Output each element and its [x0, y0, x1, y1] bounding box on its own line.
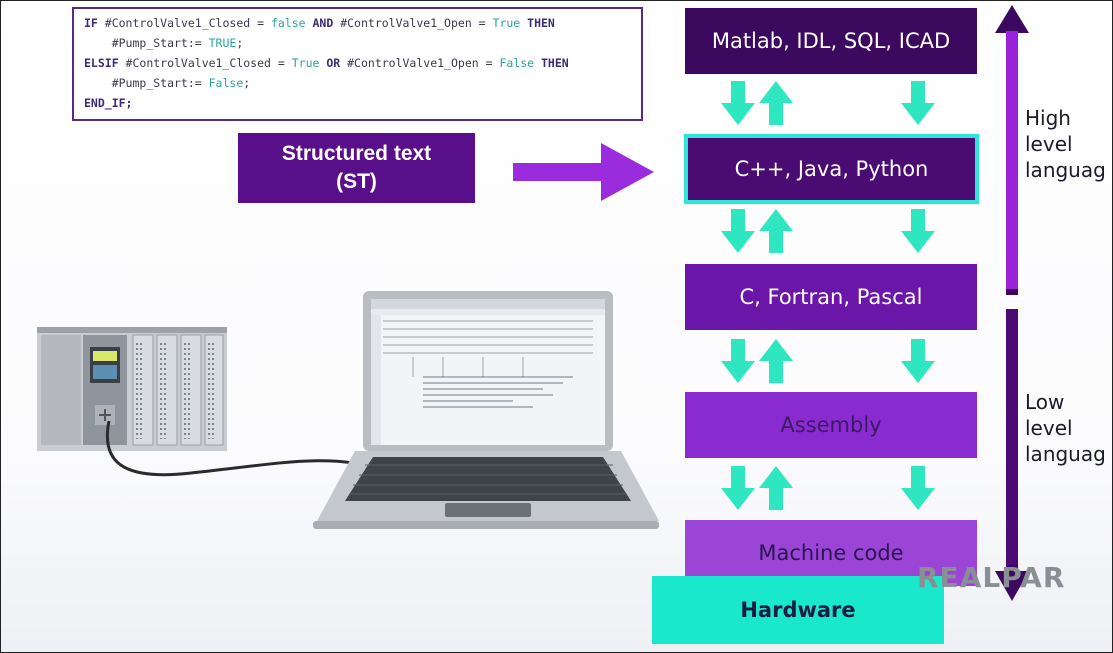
- code-token: #Pump_Start:=: [84, 76, 209, 90]
- code-sample: IF #ControlValve1_Closed = false AND #Co…: [72, 7, 643, 121]
- structured-text-title: Structured text: [281, 142, 432, 165]
- lang-box-machine-code: Machine code: [685, 520, 977, 586]
- code-token: THEN: [534, 56, 569, 70]
- code-token: false: [270, 16, 306, 30]
- code-token: #Pump_Start:=: [84, 36, 209, 50]
- lang-label-machine-code: Machine code: [758, 541, 904, 565]
- high-level-line: High: [1025, 106, 1071, 130]
- code-line: #Pump_Start:= False;: [84, 73, 641, 93]
- lang-box-assembly: Assembly: [685, 392, 977, 458]
- code-token: THEN: [520, 16, 555, 30]
- code-token: IF: [84, 16, 105, 30]
- lang-label-matlab: Matlab, IDL, SQL, ICAD: [711, 29, 951, 53]
- low-level-line: level: [1025, 416, 1073, 440]
- code-token: AND: [305, 16, 341, 30]
- code-token: False: [208, 76, 244, 90]
- hardware-box: Hardware: [652, 576, 944, 644]
- lang-label-c: C, Fortran, Pascal: [739, 285, 923, 309]
- code-token: ;: [243, 76, 251, 90]
- code-token: False: [499, 56, 535, 70]
- down-up-arrows-icon: [721, 81, 935, 125]
- lang-label-assembly: Assembly: [780, 413, 882, 437]
- code-token: #ControlValve1_Open =: [340, 16, 493, 30]
- code-token: #ControlValve1_Closed =: [125, 56, 292, 70]
- low-level-bar: [1006, 309, 1018, 565]
- down-up-arrows-icon: [721, 339, 935, 383]
- realpars-logo: REALPAR: [917, 561, 1066, 594]
- lang-box-cpp: C++, Java, Python: [684, 134, 979, 204]
- code-token: TRUE: [208, 36, 237, 50]
- lang-label-cpp: C++, Java, Python: [734, 157, 929, 181]
- code-line: #Pump_Start:= TRUE;: [84, 33, 641, 53]
- code-token: ELSIF: [84, 56, 126, 70]
- high-level-bar: [1006, 31, 1018, 289]
- high-level-line: level: [1025, 132, 1073, 156]
- code-token: #ControlValve1_Closed =: [104, 16, 271, 30]
- cable-illustration: [105, 421, 388, 477]
- code-token: #ControlValve1_Open =: [347, 56, 500, 70]
- low-level-label: Low level languag: [1025, 389, 1106, 467]
- down-up-arrows-icon: [721, 209, 935, 253]
- down-up-arrows-icon: [721, 466, 935, 510]
- hardware-label: Hardware: [740, 598, 856, 622]
- code-token: True: [492, 16, 521, 30]
- laptop-illustration: [313, 291, 659, 529]
- code-token: END_IF;: [84, 96, 133, 110]
- code-token: OR: [319, 56, 348, 70]
- high-level-label: High level languag: [1025, 105, 1106, 183]
- low-level-line: Low: [1025, 390, 1065, 414]
- structured-text-box: Structured text (ST): [238, 133, 475, 203]
- pointer-arrow-icon: [513, 143, 654, 201]
- high-level-line: languag: [1025, 158, 1106, 182]
- code-line: IF #ControlValve1_Closed = false AND #Co…: [84, 13, 641, 33]
- code-line: END_IF;: [84, 93, 641, 113]
- code-line: ELSIF #ControlValve1_Closed = True OR #C…: [84, 53, 641, 73]
- structured-text-abbrev: (ST): [336, 170, 377, 193]
- low-level-line: languag: [1025, 442, 1106, 466]
- lang-box-c: C, Fortran, Pascal: [685, 264, 977, 330]
- lang-box-matlab: Matlab, IDL, SQL, ICAD: [685, 8, 977, 74]
- plc-device-illustration: [37, 327, 227, 451]
- code-token: True: [291, 56, 320, 70]
- code-token: ;: [236, 36, 244, 50]
